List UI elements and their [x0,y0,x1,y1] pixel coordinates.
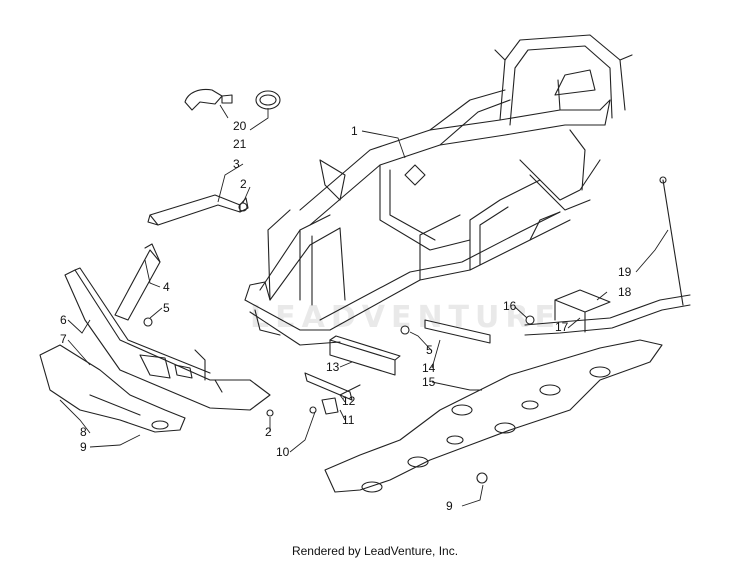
rear-bar-part-16 [524,289,691,336]
main-frame [244,34,633,346]
callout-14: 14 [422,361,436,375]
small-bracket-part-11 [304,372,361,415]
callout-5a: 5 [163,301,170,315]
leader-lines [59,104,669,507]
clamp-part-20 [184,88,281,111]
callout-5b: 5 [426,343,433,357]
callout-6: 6 [60,313,67,327]
callout-3: 3 [233,157,240,171]
footer-credit: Rendered by LeadVenture, Inc. [291,544,459,558]
callout-20: 20 [233,119,247,133]
callout-8: 8 [80,425,87,439]
callout-17: 17 [555,320,569,334]
crossbar-part-13 [329,335,401,376]
callout-9a: 9 [80,440,87,454]
callout-9b: 9 [446,499,453,513]
callout-13: 13 [326,360,340,374]
callout-2b: 2 [265,425,272,439]
callout-19: 19 [618,265,632,279]
watermark: LEADVENTURE [250,300,561,335]
callout-7: 7 [60,332,67,346]
callout-1: 1 [351,124,358,138]
callout-21: 21 [233,137,247,151]
callout-12: 12 [342,394,356,408]
upper-bracket-part-3 [147,194,249,226]
callout-11: 11 [342,413,355,427]
main-skid-plate-part-15 [324,339,663,493]
callout-18: 18 [618,285,632,299]
callout-15: 15 [422,375,436,389]
callout-2a: 2 [240,177,247,191]
front-skid-plate-part-7 [39,344,186,433]
callout-16: 16 [503,299,517,313]
front-bumper-part-6 [64,267,271,411]
callout-10: 10 [276,445,290,459]
bumper-bracket-part-4 [114,243,161,321]
rod-part-19 [659,176,684,306]
strip-part-14 [424,319,491,344]
callout-4: 4 [163,280,170,294]
